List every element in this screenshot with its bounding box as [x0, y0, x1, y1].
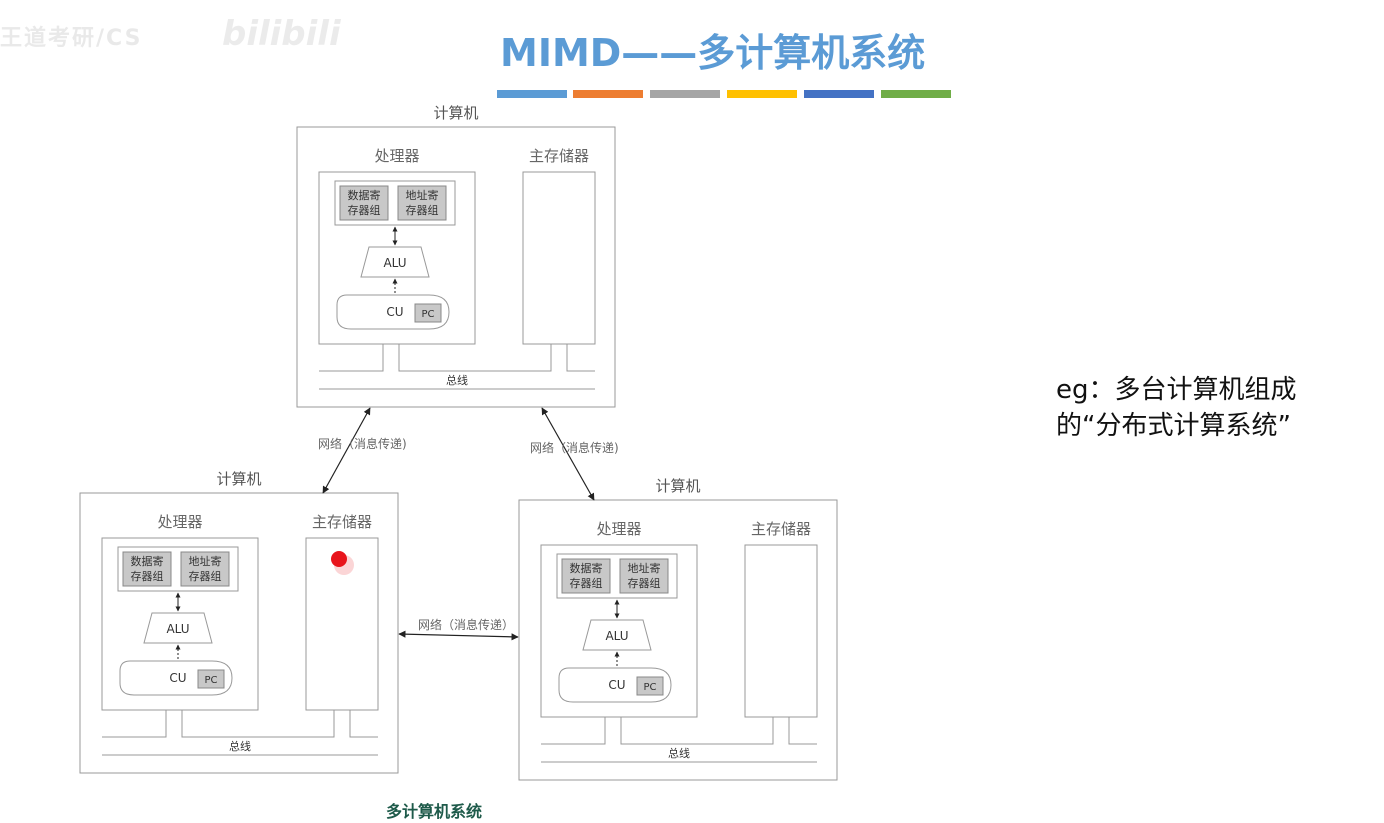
- memory-bus-connector-right: [349, 710, 378, 738]
- memory-label: 主存储器: [751, 520, 811, 538]
- data-register-box: [561, 558, 611, 594]
- memory-label: 主存储器: [312, 513, 372, 531]
- pc-label: PC: [643, 682, 656, 693]
- memory-box: [744, 544, 818, 718]
- computer-label: 计算机: [433, 104, 478, 122]
- alu-shape: [143, 612, 213, 644]
- processor-bus-connector-mid: [398, 344, 552, 372]
- processor-bus-connector-mid: [181, 710, 335, 738]
- address-register-label-1: 地址寄: [189, 554, 222, 568]
- cu-shape: [119, 660, 233, 696]
- address-register-box: [397, 185, 447, 221]
- memory-box: [305, 537, 379, 711]
- processor-bus-connector-left: [319, 344, 384, 372]
- side-note: eg：多台计算机组成 的“分布式计算系统”: [1056, 372, 1356, 444]
- address-register-box: [619, 558, 669, 594]
- alu-label: ALU: [383, 256, 406, 270]
- processor-label: 处理器: [374, 147, 419, 165]
- register-group-box: [117, 546, 239, 592]
- address-register-label-2: 存器组: [628, 576, 661, 590]
- pc-box: [197, 669, 225, 689]
- page-title: MIMD——多计算机系统: [500, 31, 926, 75]
- pointer-marker-glow: [334, 555, 354, 575]
- computer-box: [296, 126, 616, 408]
- computer-box: [79, 492, 399, 774]
- address-register-label-2: 存器组: [406, 203, 439, 217]
- computer-label: 计算机: [216, 470, 261, 488]
- color-bar-2: [573, 90, 643, 98]
- alu-shape: [582, 619, 652, 651]
- network-label-right: 网络（消息传递): [530, 440, 619, 455]
- processor-box: [101, 537, 259, 711]
- pc-box: [414, 303, 442, 323]
- network-link-top-left: [322, 407, 371, 494]
- bus-label: 总线: [446, 373, 468, 387]
- side-note-line-1: eg：多台计算机组成: [1056, 375, 1297, 405]
- memory-bus-connector-right: [566, 344, 595, 372]
- processor-box: [318, 171, 476, 345]
- alu-label: ALU: [605, 629, 628, 643]
- watermark-text: 王道考研/CS: [0, 26, 143, 51]
- memory-label: 主存储器: [529, 147, 589, 165]
- color-bar-6: [881, 90, 951, 98]
- processor-bus-connector-mid: [620, 717, 774, 745]
- pc-label: PC: [204, 675, 217, 686]
- processor-label: 处理器: [596, 520, 641, 538]
- alu-shape: [360, 246, 430, 278]
- data-register-box: [339, 185, 389, 221]
- bus-label: 总线: [229, 739, 251, 753]
- processor-box: [540, 544, 698, 718]
- data-register-label-1: 数据寄: [570, 561, 603, 575]
- data-register-label-2: 存器组: [348, 203, 381, 217]
- computer-box: [518, 499, 838, 781]
- processor-label: 处理器: [157, 513, 202, 531]
- bus-label: 总线: [668, 746, 690, 760]
- color-bar-5: [804, 90, 874, 98]
- data-register-label-2: 存器组: [131, 569, 164, 583]
- bilibili-logo: bilibili: [222, 14, 341, 54]
- register-group-box: [556, 553, 678, 599]
- address-register-label-1: 地址寄: [628, 561, 661, 575]
- pointer-marker: [331, 551, 347, 567]
- alu-label: ALU: [166, 622, 189, 636]
- cu-shape: [558, 667, 672, 703]
- pc-box: [636, 676, 664, 696]
- diagram-caption: 多计算机系统: [386, 802, 483, 821]
- computer-label: 计算机: [655, 477, 700, 495]
- side-note-line-2: 的“分布式计算系统”: [1056, 411, 1291, 441]
- processor-bus-connector-left: [541, 717, 606, 745]
- color-bar-3: [650, 90, 720, 98]
- cu-label: CU: [386, 305, 403, 319]
- color-bar-1: [497, 90, 567, 98]
- network-link-bottom: [398, 630, 519, 641]
- data-register-label-2: 存器组: [570, 576, 603, 590]
- pc-label: PC: [421, 309, 434, 320]
- cu-shape: [336, 294, 450, 330]
- color-bar-4: [727, 90, 797, 98]
- data-register-box: [122, 551, 172, 587]
- memory-box: [522, 171, 596, 345]
- network-label-left: 网络（消息传递): [318, 436, 407, 451]
- processor-bus-connector-left: [102, 710, 167, 738]
- cu-label: CU: [608, 678, 625, 692]
- address-register-box: [180, 551, 230, 587]
- address-register-label-2: 存器组: [189, 569, 222, 583]
- memory-bus-connector-right: [788, 717, 817, 745]
- register-group-box: [334, 180, 456, 226]
- cu-label: CU: [169, 671, 186, 685]
- watermark: 王道考研/CS bilibili: [0, 14, 341, 54]
- network-label-bottom: 网络（消息传递）: [418, 617, 514, 632]
- network-link-top-right: [541, 407, 595, 501]
- address-register-label-1: 地址寄: [406, 188, 439, 202]
- data-register-label-1: 数据寄: [131, 554, 164, 568]
- data-register-label-1: 数据寄: [348, 188, 381, 202]
